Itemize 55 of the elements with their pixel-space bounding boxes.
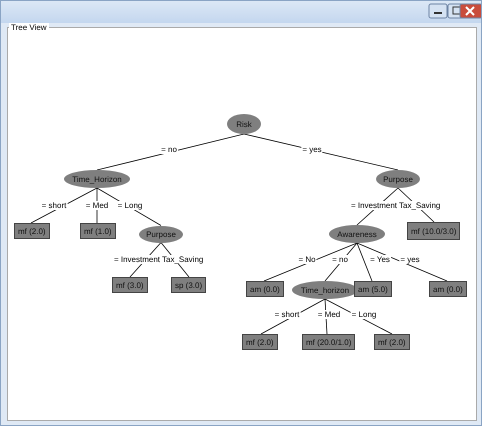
- edge-label: = Long: [116, 201, 144, 210]
- edge-label: Tax_Saving: [398, 201, 442, 210]
- leaf-box: [374, 334, 410, 350]
- leaf-box: [302, 334, 356, 350]
- tree-branch-line: [324, 242, 358, 282]
- leaf-box: [80, 223, 116, 239]
- node-label: mf (10.0/3.0): [411, 226, 456, 236]
- tree-branch-line: [356, 242, 448, 282]
- leaf-box: [112, 277, 148, 293]
- node-label: am (0.0): [433, 284, 463, 294]
- leaf-box: [242, 334, 278, 350]
- node-label: sp (3.0): [175, 280, 202, 290]
- edge-label: Tax_Saving: [161, 255, 204, 264]
- node-label: mf (2.0): [18, 226, 46, 236]
- edge-label: = Yes: [369, 255, 391, 264]
- node-label: am (5.0): [358, 284, 388, 294]
- edge-label: = no: [160, 145, 178, 154]
- leaf-box: [171, 277, 206, 293]
- leaf-box: [246, 281, 284, 297]
- edge-label: = short: [40, 201, 68, 210]
- edge-label: = Med: [84, 201, 110, 210]
- edge-label: = Investment: [350, 201, 398, 210]
- node-label: mf (2.0): [246, 338, 274, 346]
- node-label: Risk: [236, 120, 252, 128]
- node-label: am (0.0): [250, 284, 280, 294]
- tree-branch-line: [96, 134, 244, 170]
- node-label: Purpose: [146, 230, 176, 238]
- tree-branch-line: [356, 242, 372, 282]
- tree-branch-line: [244, 134, 398, 170]
- leaf-box: [14, 223, 50, 239]
- tree-branch-line: [264, 242, 358, 282]
- edge-label: = no: [331, 255, 349, 264]
- edge-label: = No: [297, 255, 317, 264]
- node-label: Purpose: [383, 174, 413, 184]
- node-label: Awareness: [337, 230, 377, 238]
- node-label: mf (2.0): [378, 338, 406, 346]
- edge-label: = yes: [399, 255, 421, 264]
- edge-label: = Med: [316, 310, 342, 319]
- decision-ellipse: [329, 225, 385, 243]
- leaf-box: [407, 222, 460, 240]
- node-label: Time_horizon: [300, 286, 350, 294]
- node-label: mf (1.0): [84, 226, 112, 236]
- node-label: mf (20.0/1.0): [306, 338, 352, 346]
- edge-label: = Long: [350, 310, 378, 319]
- edge-label: = short: [274, 310, 300, 319]
- leaf-box: [354, 281, 392, 297]
- decision-ellipse: [139, 226, 183, 242]
- panel-title: Tree View: [9, 23, 49, 32]
- decision-ellipse: [227, 114, 261, 134]
- leaf-box: [429, 281, 467, 297]
- edge-label: = Investment: [112, 255, 161, 264]
- node-label: Time_Horizon: [72, 174, 122, 184]
- node-label: mf (3.0): [116, 280, 144, 290]
- edge-label: = yes: [301, 145, 323, 154]
- decision-ellipse: [376, 170, 420, 188]
